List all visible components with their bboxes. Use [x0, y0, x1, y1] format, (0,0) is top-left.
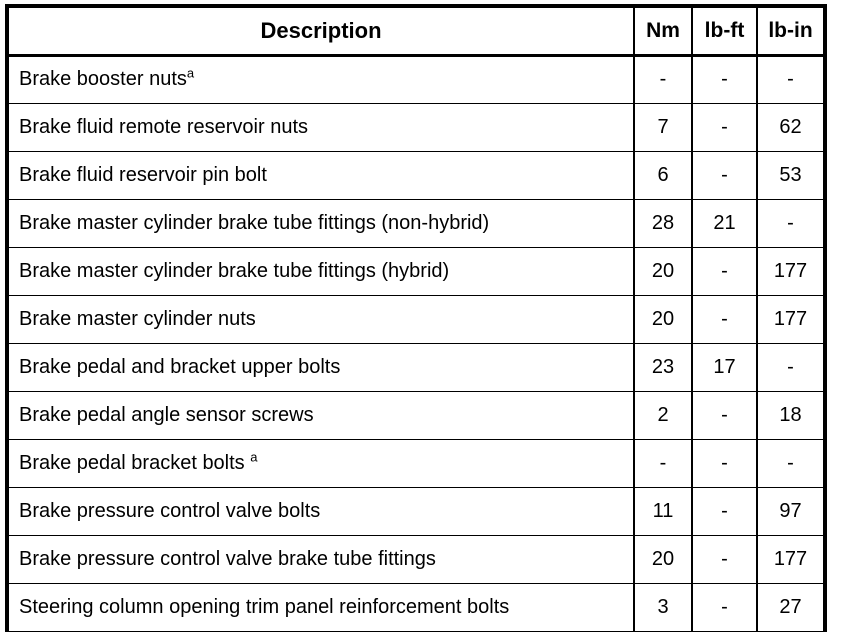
table-row: Brake fluid reservoir pin bolt 6-53 — [9, 151, 823, 200]
description-text: Brake fluid reservoir pin bolt — [19, 163, 267, 186]
cell-lb-in: 53 — [757, 151, 823, 200]
description-text: Brake pedal angle sensor screws — [19, 403, 314, 426]
table-header: Description Nm lb-ft lb-in — [9, 8, 823, 57]
description-text: Brake master cylinder brake tube fitting… — [19, 259, 450, 282]
cell-description: Brake master cylinder nuts — [9, 295, 635, 344]
torque-spec-table: Description Nm lb-ft lb-in Brake booster… — [9, 8, 823, 631]
cell-nm: 20 — [634, 535, 693, 584]
description-text: Brake pressure control valve bolts — [19, 499, 321, 522]
cell-nm: 20 — [634, 247, 693, 296]
table-row: Brake booster nutsa--- — [9, 55, 823, 104]
cell-lb-in: 62 — [757, 103, 823, 152]
footnote-marker: a — [186, 65, 195, 81]
cell-nm: 7 — [634, 103, 693, 152]
description-text: Brake pedal and bracket upper bolts — [19, 355, 341, 378]
cell-lb-in: - — [757, 343, 823, 392]
cell-lb-ft: - — [692, 151, 758, 200]
cell-nm: 23 — [634, 343, 693, 392]
cell-nm: 2 — [634, 391, 693, 440]
cell-nm: - — [634, 439, 693, 488]
column-header-description: Description — [9, 8, 635, 57]
table-row: Brake pedal angle sensor screws 2-18 — [9, 391, 823, 440]
cell-lb-ft: - — [692, 487, 758, 536]
cell-lb-in: - — [757, 199, 823, 248]
cell-lb-ft: 21 — [692, 199, 758, 248]
cell-lb-in: 97 — [757, 487, 823, 536]
table-row: Brake pedal bracket bolts a--- — [9, 439, 823, 488]
description-text: Steering column opening trim panel reinf… — [19, 595, 510, 618]
table-body: Brake booster nutsa---Brake fluid remote… — [9, 55, 823, 631]
table-row: Brake pressure control valve brake tube … — [9, 535, 823, 584]
cell-description: Brake booster nutsa — [9, 55, 635, 104]
cell-description: Brake pedal bracket bolts a — [9, 439, 635, 488]
cell-description: Brake pressure control valve brake tube … — [9, 535, 635, 584]
cell-lb-ft: - — [692, 247, 758, 296]
table-row: Brake fluid remote reservoir nuts 7-62 — [9, 103, 823, 152]
table-header-row: Description Nm lb-ft lb-in — [9, 8, 823, 57]
cell-lb-ft: - — [692, 55, 758, 104]
cell-description: Brake pressure control valve bolts — [9, 487, 635, 536]
cell-nm: 6 — [634, 151, 693, 200]
cell-lb-in: - — [757, 55, 823, 104]
cell-lb-in: 177 — [757, 535, 823, 584]
table-row: Brake master cylinder brake tube fitting… — [9, 199, 823, 248]
cell-description: Steering column opening trim panel reinf… — [9, 583, 635, 631]
description-text: Brake master cylinder nuts — [19, 307, 256, 330]
cell-lb-ft: - — [692, 391, 758, 440]
cell-description: Brake master cylinder brake tube fitting… — [9, 247, 635, 296]
cell-lb-in: 177 — [757, 247, 823, 296]
column-header-lb-in: lb-in — [757, 8, 823, 57]
cell-nm: 11 — [634, 487, 693, 536]
cell-lb-ft: - — [692, 583, 758, 631]
column-header-nm: Nm — [634, 8, 693, 57]
table-row: Brake master cylinder nuts 20-177 — [9, 295, 823, 344]
cell-description: Brake pedal angle sensor screws — [9, 391, 635, 440]
cell-lb-ft: - — [692, 295, 758, 344]
cell-lb-in: - — [757, 439, 823, 488]
table-row: Brake pressure control valve bolts 11-97 — [9, 487, 823, 536]
cell-lb-in: 18 — [757, 391, 823, 440]
cell-nm: 28 — [634, 199, 693, 248]
cell-lb-in: 27 — [757, 583, 823, 631]
table-row: Steering column opening trim panel reinf… — [9, 583, 823, 631]
torque-spec-table-container: Description Nm lb-ft lb-in Brake booster… — [5, 4, 827, 632]
cell-lb-ft: - — [692, 535, 758, 584]
cell-nm: 20 — [634, 295, 693, 344]
description-text: Brake fluid remote reservoir nuts — [19, 115, 309, 138]
description-text: Brake pedal bracket bolts — [19, 451, 245, 474]
description-text: Brake booster nuts — [19, 68, 187, 90]
cell-lb-ft: - — [692, 439, 758, 488]
column-header-lb-ft: lb-ft — [692, 8, 758, 57]
description-text: Brake pressure control valve brake tube … — [19, 547, 436, 570]
cell-lb-ft: 17 — [692, 343, 758, 392]
footnote-marker: a — [250, 448, 258, 464]
cell-description: Brake fluid remote reservoir nuts — [9, 103, 635, 152]
cell-description: Brake fluid reservoir pin bolt — [9, 151, 635, 200]
table-row: Brake master cylinder brake tube fitting… — [9, 247, 823, 296]
description-text: Brake master cylinder brake tube fitting… — [19, 211, 490, 234]
cell-lb-ft: - — [692, 103, 758, 152]
cell-nm: 3 — [634, 583, 693, 631]
cell-description: Brake master cylinder brake tube fitting… — [9, 199, 635, 248]
cell-nm: - — [634, 55, 693, 104]
cell-description: Brake pedal and bracket upper bolts — [9, 343, 635, 392]
cell-lb-in: 177 — [757, 295, 823, 344]
